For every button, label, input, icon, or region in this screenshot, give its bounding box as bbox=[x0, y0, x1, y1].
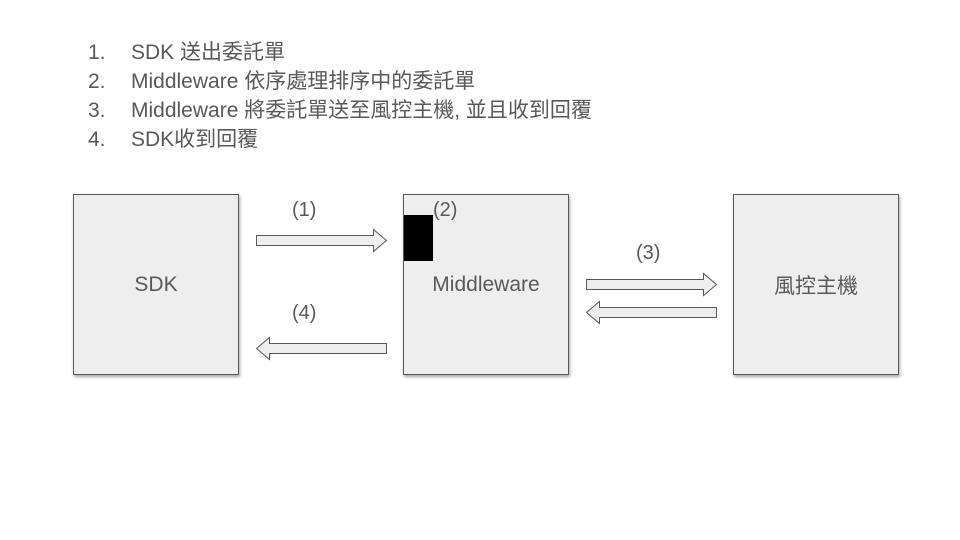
edge-label-step3: (3) bbox=[636, 242, 661, 264]
step-number: 3. bbox=[88, 99, 106, 122]
sdk-node: SDK bbox=[73, 194, 239, 375]
middleware-node-label: Middleware bbox=[432, 272, 540, 296]
sdk-node-label: SDK bbox=[134, 272, 178, 296]
edge-label-step4: (4) bbox=[292, 302, 317, 324]
step-number: 1. bbox=[88, 41, 106, 64]
step-text: SDK 送出委託單 bbox=[131, 41, 286, 64]
step-number: 4. bbox=[88, 128, 106, 151]
step-text: Middleware 依序處理排序中的委託單 bbox=[131, 70, 476, 93]
redaction-block bbox=[404, 215, 433, 261]
arrow-right-step1 bbox=[256, 228, 388, 253]
step-item: 1. SDK 送出委託單 bbox=[88, 38, 592, 67]
arrow-left-reply bbox=[585, 300, 717, 325]
edge-label-step1: (1) bbox=[292, 199, 317, 221]
step-text: SDK收到回覆 bbox=[131, 128, 259, 151]
step-number: 2. bbox=[88, 70, 106, 93]
step-item: 3. Middleware 將委託單送至風控主機, 並且收到回覆 bbox=[88, 96, 592, 125]
arrow-right-step3 bbox=[586, 272, 718, 297]
step-item: 4. SDK收到回覆 bbox=[88, 125, 592, 154]
steps-list: 1. SDK 送出委託單 2. Middleware 依序處理排序中的委託單 3. M… bbox=[88, 38, 592, 154]
risk-host-node: 風控主機 bbox=[733, 194, 899, 375]
risk-host-node-label: 風控主機 bbox=[774, 274, 858, 298]
arrow-left-step4 bbox=[255, 336, 387, 361]
step-item: 2. Middleware 依序處理排序中的委託單 bbox=[88, 67, 592, 96]
step-text: Middleware 將委託單送至風控主機, 並且收到回覆 bbox=[131, 99, 592, 122]
edge-label-step2: (2) bbox=[433, 199, 458, 221]
